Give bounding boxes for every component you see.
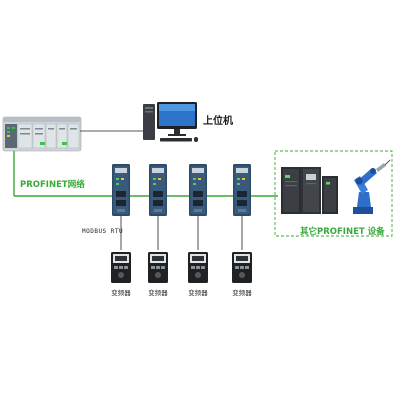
drive-label: 变频器 <box>111 289 131 297</box>
gateway-device <box>189 164 207 216</box>
gateway-device <box>149 164 167 216</box>
robot-arm-icon <box>353 159 391 214</box>
drive-label: 变频器 <box>148 289 168 297</box>
gateway-device <box>112 164 130 216</box>
frequency-converter-icon <box>111 252 131 283</box>
modbus-label: MODBUS RTU <box>82 228 124 235</box>
gateway-group <box>112 164 251 216</box>
control-cabinet <box>281 167 301 214</box>
frequency-converter-icon <box>148 252 168 283</box>
other-devices-box <box>274 150 393 237</box>
drive-group <box>111 252 252 283</box>
drive-label: 变频器 <box>188 289 208 297</box>
plc-rack <box>2 116 82 152</box>
network-label: PROFINET网络 <box>20 180 85 190</box>
gateway-device <box>233 164 251 216</box>
frequency-converter-icon <box>232 252 252 283</box>
drive-label: 变频器 <box>232 289 252 297</box>
control-cabinet <box>322 176 338 214</box>
frequency-converter-icon <box>188 252 208 283</box>
host-pc-icon <box>143 102 198 142</box>
other-devices-label: 其它PROFINET 设备 <box>300 227 385 237</box>
control-cabinet <box>301 167 321 214</box>
host-computer-label: 上位机 <box>203 116 233 127</box>
